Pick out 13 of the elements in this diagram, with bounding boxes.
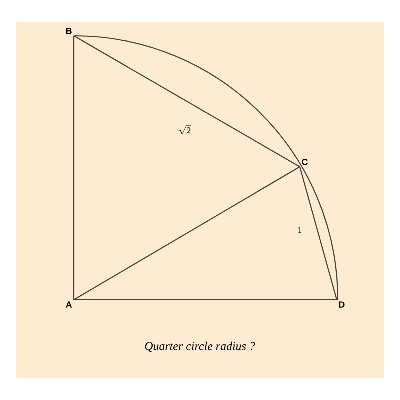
arc — [74, 35, 339, 300]
line-segment — [74, 36, 300, 168]
caption: Quarter circle radius ? — [145, 342, 256, 352]
point-label: D — [339, 302, 345, 308]
point-label: C — [302, 158, 308, 166]
point-label: B — [66, 28, 72, 34]
line-segment — [73, 36, 75, 300]
edge-label: $1$ — [298, 226, 302, 233]
line-segment — [299, 166, 338, 300]
point-label: A — [66, 302, 72, 308]
line-segment — [74, 299, 337, 301]
edge-label: $\sqrt{2}$ — [180, 126, 192, 135]
line-segment — [74, 166, 300, 300]
